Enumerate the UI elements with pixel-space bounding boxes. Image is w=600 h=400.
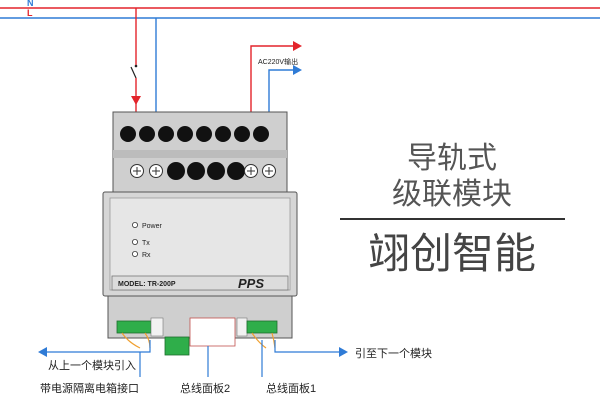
power-input-connector: [116, 320, 152, 334]
bus-panel-1-label: 总线面板1: [266, 381, 316, 395]
terminal-cover: [158, 126, 174, 142]
module-top-band: [113, 150, 287, 158]
power-input-label-box: [150, 317, 164, 337]
bottom-connectors: [116, 317, 278, 356]
output-wiring: AC220V输出: [250, 41, 302, 118]
to-next-module-label: 引至下一个模块: [355, 346, 432, 360]
company-name: 翊创智能: [368, 229, 536, 278]
from-previous-module-label: 从上一个模块引入: [48, 358, 136, 372]
from-previous-arrow: [38, 347, 47, 357]
from-previous-line: [46, 340, 151, 353]
top-terminal-row: [120, 126, 269, 142]
screw-terminal-row: [130, 162, 276, 180]
live-input-arrow: [131, 96, 141, 105]
switch-blade: [130, 66, 137, 79]
power-isolation-interface-label: 带电源隔离电箱接口: [40, 381, 139, 395]
neutral-output-line: [268, 69, 294, 118]
terminal-cover: [234, 126, 250, 142]
live-output-arrow: [293, 41, 302, 51]
screw-terminal: [262, 164, 276, 178]
terminal-cover: [253, 126, 269, 142]
switch-contact: [134, 64, 138, 68]
power-led: [131, 221, 138, 228]
terminal-plug: [227, 162, 245, 180]
title-block: 导轨式 级联模块 翊创智能: [340, 141, 565, 278]
tx-led: [131, 238, 138, 245]
terminal-plug: [207, 162, 225, 180]
l-label: L: [27, 8, 33, 18]
bus-panel-2-label: 总线面板2: [180, 381, 230, 395]
terminal-cover: [177, 126, 193, 142]
terminal-cover: [215, 126, 231, 142]
screw-terminal: [130, 164, 144, 178]
rx-led: [131, 250, 138, 257]
terminal-cover: [139, 126, 155, 142]
mains-lines: N L: [0, 0, 600, 19]
input-wiring: [130, 8, 157, 118]
model-label: MODEL: TR-200P: [118, 281, 176, 288]
bus-output-connector: [246, 320, 278, 334]
screw-terminal: [149, 164, 163, 178]
live-output-line: [250, 45, 294, 118]
title-line-2: 级联模块: [392, 177, 512, 212]
screw-terminal: [244, 164, 258, 178]
bus-output-label-box: [236, 317, 248, 337]
title-line-1: 导轨式: [407, 141, 497, 176]
brand-logo: PPS: [238, 276, 264, 291]
cable: [121, 332, 141, 349]
power-led-label: Power: [142, 223, 163, 230]
terminal-cover: [196, 126, 212, 142]
n-label: N: [27, 0, 34, 8]
to-next-arrow: [339, 347, 348, 357]
terminal-plug: [187, 162, 205, 180]
din-rail-module: Power Tx Rx MODEL: TR-200P PPS: [102, 111, 298, 356]
enclosure-interface-connector: [164, 336, 190, 356]
led-indicators: Power Tx Rx: [131, 221, 163, 259]
front-panel: [109, 197, 291, 291]
terminal-plug: [167, 162, 185, 180]
cable: [251, 332, 267, 349]
bus-lines: [38, 340, 348, 377]
enclosure-interface-box: [189, 317, 236, 347]
rx-led-label: Rx: [142, 252, 151, 259]
to-next-line: [274, 340, 340, 353]
terminal-cover: [120, 126, 136, 142]
neutral-output-arrow: [293, 65, 302, 75]
output-label: AC220V输出: [258, 57, 298, 66]
tx-led-label: Tx: [142, 240, 150, 247]
model-strip: [111, 275, 289, 291]
